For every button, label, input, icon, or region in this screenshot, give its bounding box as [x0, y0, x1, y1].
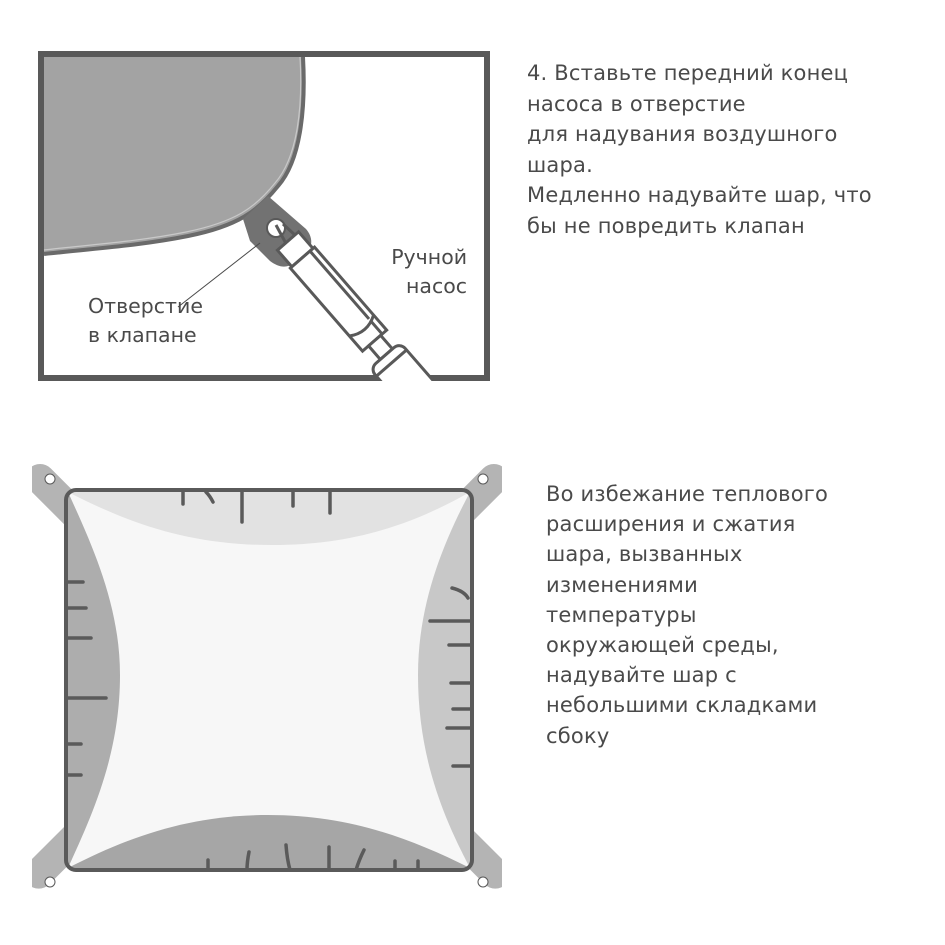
folds-instruction: Во избежание теплового расширения и сжат… — [546, 479, 906, 751]
instruction-line: сбоку — [546, 723, 610, 748]
balloon-folds-illustration — [32, 455, 502, 895]
instruction-line: шара, вызванных — [546, 542, 743, 567]
valve-pump-drawing — [38, 51, 490, 381]
balloon-folds-drawing — [32, 463, 502, 889]
hand-pump-label: Ручной насос — [390, 243, 467, 301]
step-4-instruction: 4. Вставьте передний конец насоса в отве… — [527, 58, 927, 241]
instruction-line: температуры — [546, 602, 697, 627]
valve-hole-label-line: Отверстие — [88, 294, 203, 318]
instruction-line: Медленно надувайте шар, что — [527, 183, 872, 207]
instruction-line: шара. — [527, 152, 593, 177]
valve-pump-illustration — [38, 51, 490, 381]
instruction-line: расширения и сжатия — [546, 512, 796, 537]
instruction-line: окружающей среды, — [546, 633, 779, 658]
instruction-line: надувайте шар с — [546, 663, 737, 688]
instruction-line: бы не повредить клапан — [527, 213, 805, 238]
instruction-line: для надувания воздушного — [527, 122, 838, 146]
instruction-line: небольшими складками — [546, 693, 818, 718]
instruction-line: 4. Вставьте передний конец — [527, 61, 849, 85]
hand-pump-label-line: насос — [406, 274, 468, 298]
instruction-line: изменениями — [546, 572, 698, 597]
valve-hole-label: Отверстие в клапане — [88, 292, 203, 350]
hand-pump-label-line: Ручной — [391, 245, 468, 269]
instruction-line: насоса в отверстие — [527, 91, 746, 116]
valve-hole-label-line: в клапане — [88, 323, 197, 347]
instruction-line: Во избежание теплового — [546, 482, 829, 506]
